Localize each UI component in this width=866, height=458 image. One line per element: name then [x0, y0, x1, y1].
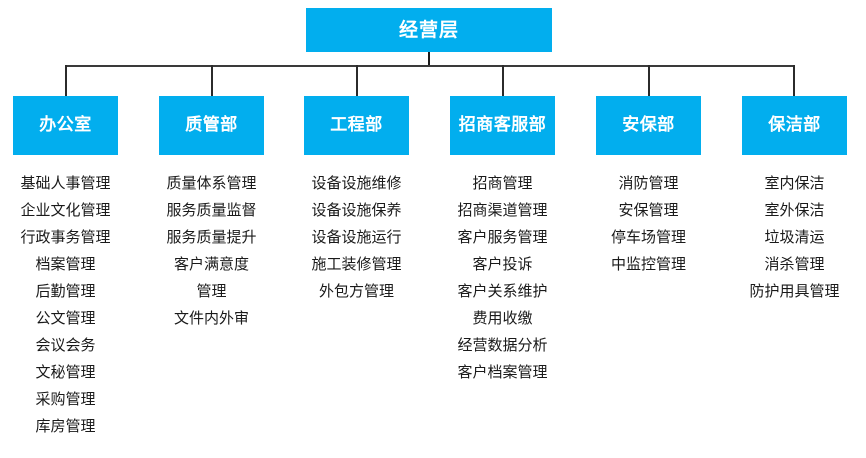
- list-item[interactable]: 设备设施保养: [311, 201, 402, 219]
- list-item[interactable]: 公文管理: [35, 309, 96, 327]
- list-item[interactable]: 防护用具管理: [749, 282, 840, 300]
- department-column-3: 工程部 设备设施维修 设备设施保养 设备设施运行 施工装修管理 外包方管理: [284, 96, 429, 321]
- department-column-6: 保洁部 室内保洁 室外保洁 垃圾清运 消杀管理 防护用具管理: [722, 96, 866, 321]
- list-item[interactable]: 库房管理: [35, 417, 96, 435]
- department-column-1: 办公室 基础人事管理 企业文化管理 行政事务管理 档案管理 后勤管理 公文管理 …: [0, 96, 138, 456]
- department-box-5[interactable]: 安保部: [596, 96, 701, 155]
- list-item[interactable]: 施工装修管理: [311, 255, 402, 273]
- department-box-2[interactable]: 质管部: [159, 96, 264, 155]
- list-item[interactable]: 消杀管理: [764, 255, 825, 273]
- connector-drop-4: [502, 65, 504, 96]
- list-item[interactable]: 基础人事管理: [20, 174, 111, 192]
- list-item[interactable]: 招商管理: [472, 174, 533, 192]
- connector-drop-1: [65, 65, 67, 96]
- department-label-1: 办公室: [39, 115, 92, 135]
- department-box-1[interactable]: 办公室: [13, 96, 118, 155]
- list-item[interactable]: 设备设施维修: [311, 174, 402, 192]
- list-item[interactable]: 客户满意度: [173, 255, 249, 273]
- connector-drop-6: [793, 65, 795, 96]
- list-item[interactable]: 费用收缴: [472, 309, 533, 327]
- list-item[interactable]: 客户服务管理: [457, 228, 548, 246]
- department-item-list-3: 设备设施维修 设备设施保养 设备设施运行 施工装修管理 外包方管理: [284, 170, 429, 305]
- list-item[interactable]: 安保管理: [618, 201, 679, 219]
- connector-drop-5: [648, 65, 650, 96]
- list-item[interactable]: 垃圾清运: [764, 228, 825, 246]
- list-item[interactable]: 设备设施运行: [311, 228, 402, 246]
- connector-drop-3: [356, 65, 358, 96]
- root-node-box[interactable]: 经营层: [306, 8, 552, 52]
- list-item[interactable]: 停车场管理: [610, 228, 686, 246]
- connector-stem: [428, 52, 430, 66]
- list-item[interactable]: 室内保洁: [764, 174, 825, 192]
- department-label-2: 质管部: [185, 115, 238, 135]
- list-item[interactable]: 经营数据分析: [457, 336, 548, 354]
- department-item-list-1: 基础人事管理 企业文化管理 行政事务管理 档案管理 后勤管理 公文管理 会议会务…: [0, 170, 138, 440]
- list-item[interactable]: 消防管理: [618, 174, 679, 192]
- list-item[interactable]: 文秘管理: [35, 363, 96, 381]
- department-column-5: 安保部 消防管理 安保管理 停车场管理 中监控管理: [576, 96, 721, 294]
- department-label-4: 招商客服部: [458, 115, 547, 135]
- list-item[interactable]: 质量体系管理: [166, 174, 257, 192]
- list-item[interactable]: 室外保洁: [764, 201, 825, 219]
- department-label-3: 工程部: [330, 115, 383, 135]
- department-column-2: 质管部 质量体系管理 服务质量监督 服务质量提升 客户满意度 管理 文件内外审: [139, 96, 284, 348]
- list-item[interactable]: 客户档案管理: [457, 363, 548, 381]
- list-item[interactable]: 会议会务: [35, 336, 96, 354]
- list-item[interactable]: 客户关系维护: [457, 282, 548, 300]
- list-item[interactable]: 服务质量监督: [166, 201, 257, 219]
- department-item-list-5: 消防管理 安保管理 停车场管理 中监控管理: [576, 170, 721, 278]
- list-item[interactable]: 外包方管理: [318, 282, 394, 300]
- connector-horizontal-bus: [65, 65, 795, 67]
- department-label-5: 安保部: [622, 115, 675, 135]
- list-item[interactable]: 行政事务管理: [20, 228, 111, 246]
- list-item[interactable]: 中监控管理: [610, 255, 686, 273]
- list-item[interactable]: 企业文化管理: [20, 201, 111, 219]
- list-item[interactable]: 招商渠道管理: [457, 201, 548, 219]
- list-item[interactable]: 客户投诉: [472, 255, 533, 273]
- list-item[interactable]: 服务质量提升: [166, 228, 257, 246]
- department-box-3[interactable]: 工程部: [304, 96, 409, 155]
- department-box-4[interactable]: 招商客服部: [450, 96, 555, 155]
- department-item-list-6: 室内保洁 室外保洁 垃圾清运 消杀管理 防护用具管理: [722, 170, 866, 305]
- list-item[interactable]: 文件内外审: [173, 309, 249, 327]
- department-label-6: 保洁部: [768, 115, 821, 135]
- department-box-6[interactable]: 保洁部: [742, 96, 847, 155]
- department-column-4: 招商客服部 招商管理 招商渠道管理 客户服务管理 客户投诉 客户关系维护 费用收…: [430, 96, 575, 402]
- list-item[interactable]: 采购管理: [35, 390, 96, 408]
- list-item[interactable]: 档案管理: [35, 255, 96, 273]
- department-item-list-2: 质量体系管理 服务质量监督 服务质量提升 客户满意度 管理 文件内外审: [139, 170, 284, 332]
- list-item[interactable]: 后勤管理: [35, 282, 96, 300]
- list-item[interactable]: 管理: [196, 282, 227, 300]
- department-item-list-4: 招商管理 招商渠道管理 客户服务管理 客户投诉 客户关系维护 费用收缴 经营数据…: [430, 170, 575, 386]
- root-node-label: 经营层: [398, 18, 459, 41]
- connector-drop-2: [211, 65, 213, 96]
